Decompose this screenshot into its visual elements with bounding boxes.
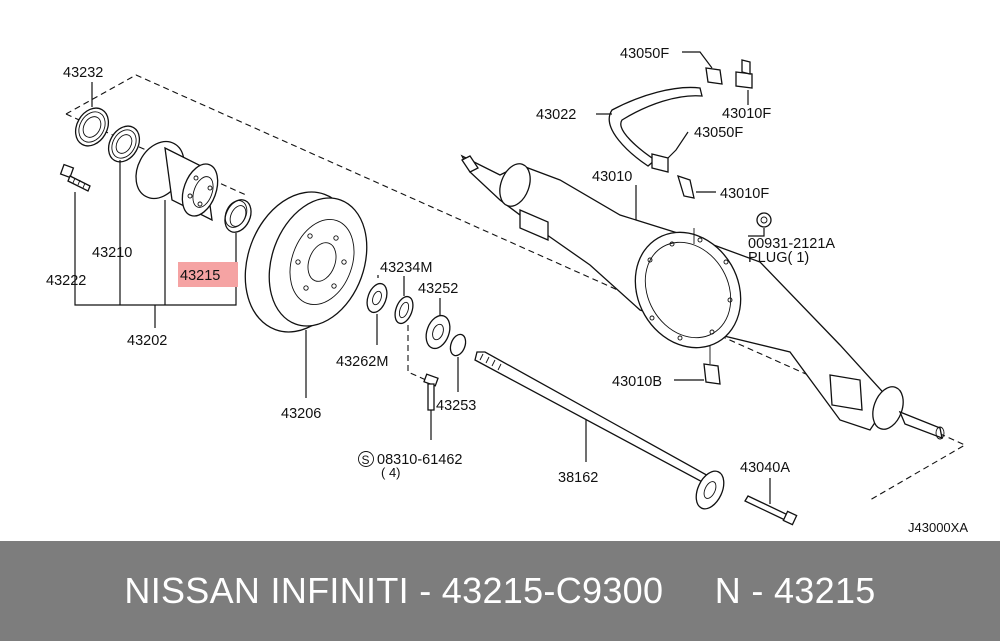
- drain-plug-00931-2121A: [756, 212, 772, 228]
- connector-43010F-mid: [677, 174, 695, 199]
- washer-43262M: [366, 282, 388, 314]
- label-43010F-mid[interactable]: 43010F: [720, 186, 769, 202]
- axle-shaft-38162: [474, 351, 725, 510]
- bolt-43040A: [744, 495, 798, 526]
- label-08310-61462-qty: ( 4): [381, 465, 401, 480]
- caption-bar: NISSAN INFINITI - 43215-C9300 N - 43215: [0, 541, 1000, 641]
- label-43206[interactable]: 43206: [281, 406, 321, 422]
- connector-43010F-top: [735, 59, 753, 89]
- wheel-hub-43202: [135, 140, 219, 222]
- label-43050F-mid[interactable]: 43050F: [694, 125, 743, 141]
- axle-housing-43010: [460, 154, 945, 440]
- assembly-boundary: [65, 74, 967, 501]
- label-38162[interactable]: 38162: [558, 470, 598, 486]
- label-43253[interactable]: 43253: [436, 398, 476, 414]
- label-08310-61462-number: 08310-61462: [377, 452, 462, 468]
- o-ring-43253: [449, 333, 467, 357]
- label-43010[interactable]: 43010: [592, 169, 632, 185]
- label-43022[interactable]: 43022: [536, 107, 576, 123]
- special-part-symbol-letter: S: [362, 453, 370, 467]
- brake-drum-43206: [244, 191, 368, 333]
- label-43010B[interactable]: 43010B: [612, 374, 662, 390]
- hub-seal-43215: [224, 199, 252, 233]
- label-43262M[interactable]: 43262M: [336, 354, 388, 370]
- breather-43010B: [703, 363, 721, 385]
- label-43202[interactable]: 43202: [127, 333, 167, 349]
- highlight-43215: [178, 262, 238, 287]
- label-43010F-top[interactable]: 43010F: [722, 106, 771, 122]
- label-43210[interactable]: 43210: [92, 245, 132, 261]
- plate-43234M: [394, 295, 414, 325]
- hose-clip-43050F-mid: [651, 153, 669, 173]
- drawing-code: J43000XA: [908, 520, 968, 535]
- oil-seal-43232: [74, 107, 110, 147]
- exploded-parts-diagram: 43232 43210 43222 43215 43202 43206 4323…: [46, 46, 968, 535]
- label-43215[interactable]: 43215: [180, 268, 220, 284]
- label-43232[interactable]: 43232: [63, 65, 103, 81]
- label-00931-2121A[interactable]: 00931-2121A: [748, 236, 835, 252]
- label-43252[interactable]: 43252: [418, 281, 458, 297]
- label-43050F-top[interactable]: 43050F: [620, 46, 669, 62]
- breather-hose-43022: [608, 86, 703, 167]
- bolt-08310-61462: [423, 373, 439, 411]
- label-plug-note: PLUG( 1): [748, 250, 809, 266]
- hose-clip-43050F-top: [705, 67, 723, 85]
- hub-bolt-43222: [59, 163, 91, 192]
- label-43040A[interactable]: 43040A: [740, 460, 790, 476]
- caption-text: NISSAN INFINITI - 43215-C9300 N - 43215: [124, 570, 876, 611]
- label-43234M[interactable]: 43234M: [380, 260, 432, 276]
- special-part-symbol: [358, 451, 374, 467]
- label-43222[interactable]: 43222: [46, 273, 86, 289]
- label-08310-61462[interactable]: S 08310-61462 ( 4): [358, 451, 463, 481]
- bearing-43210: [107, 125, 141, 163]
- plate-43252: [425, 314, 451, 350]
